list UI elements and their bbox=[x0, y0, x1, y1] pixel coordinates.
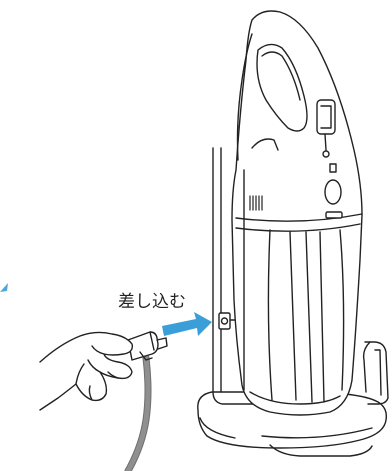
ac-plug bbox=[128, 332, 167, 360]
accessory-holder bbox=[364, 342, 388, 404]
insert-label: 差し込む bbox=[118, 287, 186, 312]
power-switch bbox=[317, 100, 335, 134]
hand bbox=[40, 332, 132, 410]
handheld-vacuum bbox=[232, 11, 362, 415]
release-button bbox=[325, 180, 341, 204]
charging-socket bbox=[219, 313, 230, 329]
edge-arrow-fragment bbox=[0, 283, 8, 292]
insert-arrow bbox=[162, 312, 212, 336]
